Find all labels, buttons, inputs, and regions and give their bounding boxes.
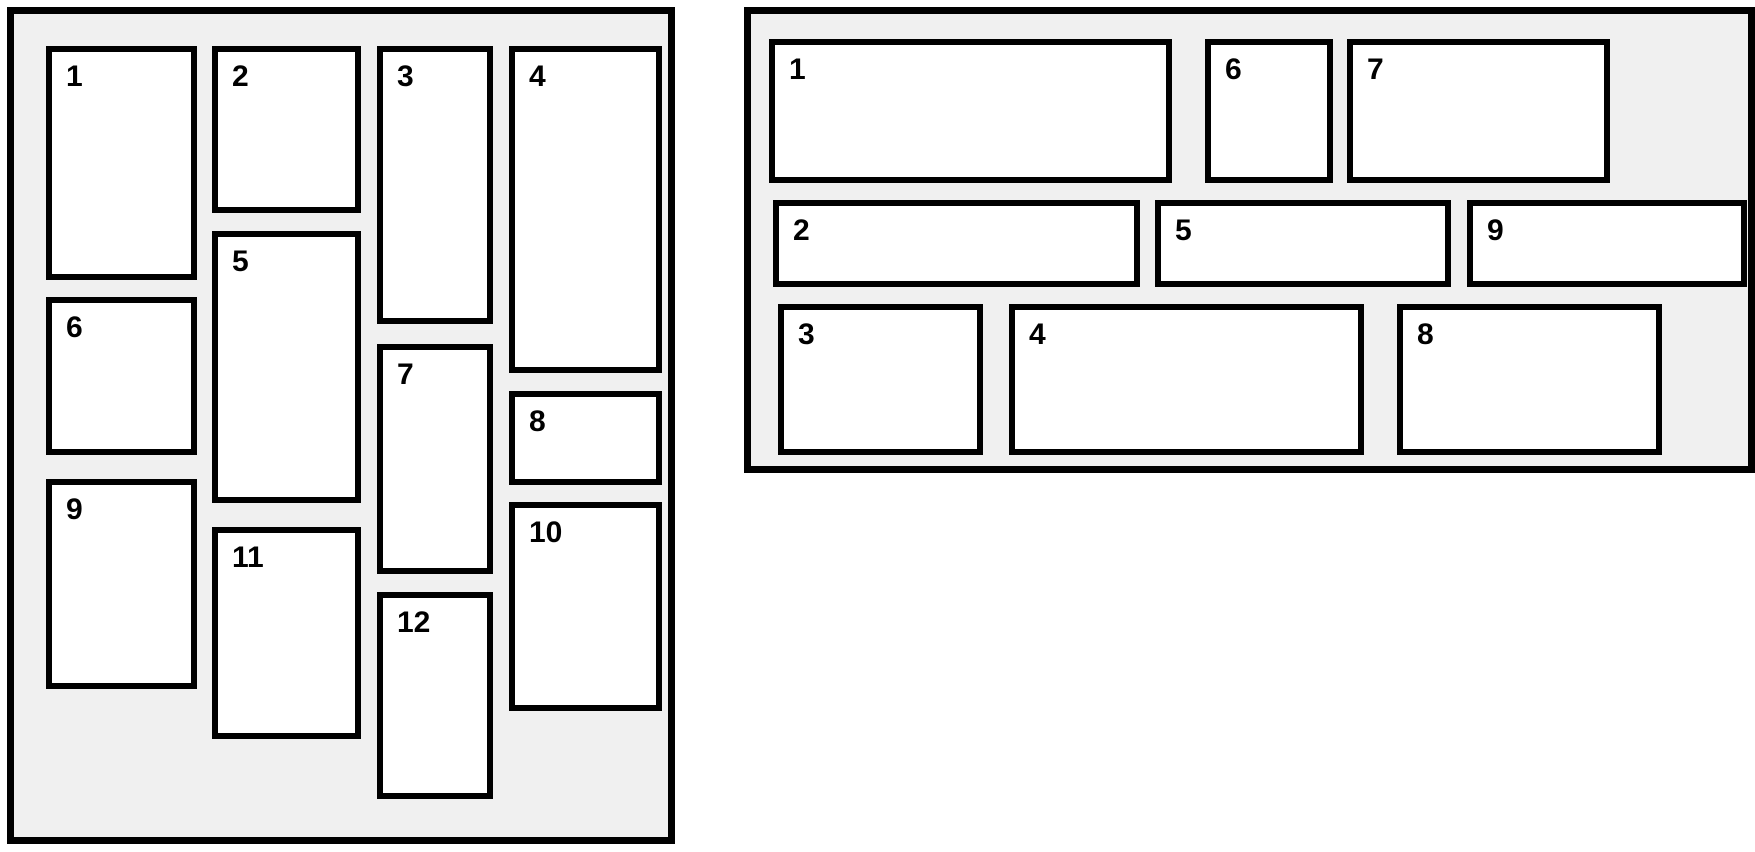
left-masonry-item-9: 9: [46, 479, 197, 689]
right-masonry-item-2: 2: [773, 200, 1140, 287]
item-number-label: 1: [789, 53, 806, 86]
item-number-label: 7: [397, 358, 414, 391]
left-masonry-item-6: 6: [46, 297, 197, 455]
item-number-label: 2: [232, 60, 249, 93]
item-number-label: 8: [529, 405, 546, 438]
left-masonry-item-5: 5: [212, 231, 361, 503]
left-masonry-item-8: 8: [509, 391, 662, 485]
item-number-label: 11: [232, 541, 264, 574]
item-number-label: 1: [66, 60, 83, 93]
left-masonry-item-3: 3: [377, 46, 493, 324]
item-number-label: 6: [1225, 53, 1242, 86]
item-number-label: 3: [397, 60, 414, 93]
right-masonry-panel: 1 6 7 2 5 9 3 4 8: [744, 7, 1755, 473]
item-number-label: 12: [397, 606, 431, 639]
item-number-label: 4: [1029, 318, 1046, 351]
right-masonry-item-3: 3: [778, 304, 983, 455]
left-masonry-item-10: 10: [509, 502, 662, 711]
left-masonry-panel: 1 2 3 4 5 6 7 8 9 10 11 12: [7, 7, 675, 844]
left-masonry-item-11: 11: [212, 527, 361, 739]
right-masonry-item-7: 7: [1347, 39, 1610, 183]
left-masonry-item-7: 7: [377, 344, 493, 574]
item-number-label: 9: [1487, 214, 1504, 247]
item-number-label: 8: [1417, 318, 1434, 351]
left-masonry-item-1: 1: [46, 46, 197, 280]
item-number-label: 10: [529, 516, 563, 549]
right-masonry-item-5: 5: [1155, 200, 1451, 287]
right-masonry-item-8: 8: [1397, 304, 1662, 455]
item-number-label: 7: [1367, 53, 1384, 86]
right-masonry-item-9: 9: [1467, 200, 1747, 287]
item-number-label: 5: [232, 245, 249, 278]
item-number-label: 5: [1175, 214, 1192, 247]
item-number-label: 2: [793, 214, 810, 247]
left-masonry-item-12: 12: [377, 592, 493, 799]
item-number-label: 6: [66, 311, 83, 344]
left-masonry-item-4: 4: [509, 46, 662, 373]
left-masonry-item-2: 2: [212, 46, 361, 213]
right-masonry-item-4: 4: [1009, 304, 1364, 455]
item-number-label: 9: [66, 493, 83, 526]
item-number-label: 3: [798, 318, 815, 351]
right-masonry-item-6: 6: [1205, 39, 1333, 183]
right-masonry-item-1: 1: [769, 39, 1172, 183]
item-number-label: 4: [529, 60, 546, 93]
